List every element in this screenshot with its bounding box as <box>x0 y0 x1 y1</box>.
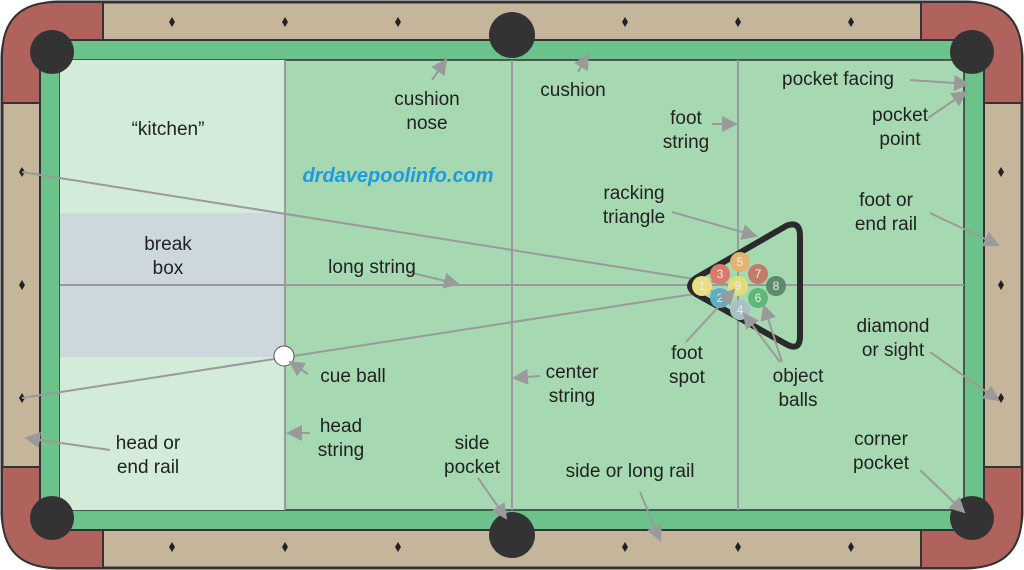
diamond-sight <box>998 280 1004 290</box>
diamond-sight <box>848 17 854 27</box>
ball-number: 1 <box>699 279 706 293</box>
foot-spot-label: spot <box>669 367 706 388</box>
diamond-sight <box>395 542 401 552</box>
diamond-sight <box>169 17 175 27</box>
side-rail-label: side or long rail <box>566 461 695 482</box>
ball-number: 6 <box>755 291 762 305</box>
break-box-label: box <box>153 258 184 279</box>
diamond-sight <box>282 17 288 27</box>
diamond-sight <box>282 542 288 552</box>
diamond-sight <box>622 17 628 27</box>
ball-5: 5 <box>730 252 750 272</box>
diamond-sight <box>19 280 25 290</box>
head-string-label: string <box>318 440 364 461</box>
object-balls-label: object <box>773 366 824 387</box>
cue-ball-label: cue ball <box>320 366 386 387</box>
side-pocket <box>489 512 535 558</box>
diamond-sight <box>622 542 628 552</box>
center-string-label: string <box>549 386 595 407</box>
aim-line <box>21 289 721 399</box>
pocket-point-label: pocket <box>872 105 929 126</box>
corner-pocket <box>30 30 74 74</box>
corner-pocket-label: corner <box>854 429 909 450</box>
ball-7: 7 <box>748 264 768 284</box>
corner-pocket <box>950 496 994 540</box>
diamond-sight <box>395 17 401 27</box>
corner-pocket <box>30 496 74 540</box>
diamond-label: diamond <box>857 316 930 337</box>
break-box-label: break <box>144 234 192 255</box>
corner-pocket <box>950 30 994 74</box>
foot-spot-label: foot <box>671 343 703 364</box>
arrows <box>24 53 1000 542</box>
labels: “kitchen” break box cushion nose cushion… <box>116 69 930 482</box>
ball-number: 3 <box>717 267 724 281</box>
aim-line <box>21 171 739 287</box>
ball-number: 7 <box>755 267 762 281</box>
diamond-sight <box>735 542 741 552</box>
ball-number: 8 <box>773 279 780 293</box>
ball-6: 6 <box>748 288 768 308</box>
head-rail-label: head or <box>116 433 181 454</box>
head-string-label: head <box>320 416 362 437</box>
cushion-label: cushion <box>540 80 606 101</box>
ball-number: 9 <box>735 279 742 293</box>
foot-string-label: string <box>663 132 709 153</box>
long-string-label: long string <box>328 257 416 278</box>
ball-1: 1 <box>692 276 712 296</box>
ball <box>730 252 750 272</box>
ball-number: 4 <box>737 303 744 317</box>
ball-8: 8 <box>766 276 786 296</box>
ball <box>692 276 712 296</box>
ball <box>748 264 768 284</box>
website-label: drdavepoolinfo.com <box>302 165 493 187</box>
cushion-nose-label: nose <box>406 113 447 134</box>
center-string-label: center <box>546 362 599 383</box>
side-pocket-label: pocket <box>444 457 501 478</box>
ball <box>766 276 786 296</box>
head-rail-label: end rail <box>117 457 179 478</box>
ball <box>710 264 730 284</box>
pocket-facing-label: pocket facing <box>782 69 894 90</box>
kitchen-label: “kitchen” <box>132 119 205 140</box>
diamond-sight <box>735 17 741 27</box>
diamond-sight <box>998 167 1004 177</box>
racking-triangle-label: racking <box>603 183 664 204</box>
side-pocket-label: side <box>455 433 490 454</box>
ball-number: 5 <box>737 255 744 269</box>
foot-rail-label: end rail <box>855 214 917 235</box>
racking-triangle <box>687 221 803 350</box>
corner-pocket-label: pocket <box>853 453 910 474</box>
ball <box>748 288 768 308</box>
diamond-sight <box>848 542 854 552</box>
cushion-nose-label: cushion <box>394 89 460 110</box>
foot-rail-label: foot or <box>859 190 914 211</box>
object-balls-label: balls <box>778 390 817 411</box>
diamond-sight <box>169 542 175 552</box>
ball-3: 3 <box>710 264 730 284</box>
diamond-label: or sight <box>862 340 925 361</box>
side-pocket <box>489 12 535 58</box>
foot-string-label: foot <box>670 108 702 129</box>
racking-triangle-label: triangle <box>603 207 665 228</box>
pocket-point-label: point <box>879 129 921 150</box>
